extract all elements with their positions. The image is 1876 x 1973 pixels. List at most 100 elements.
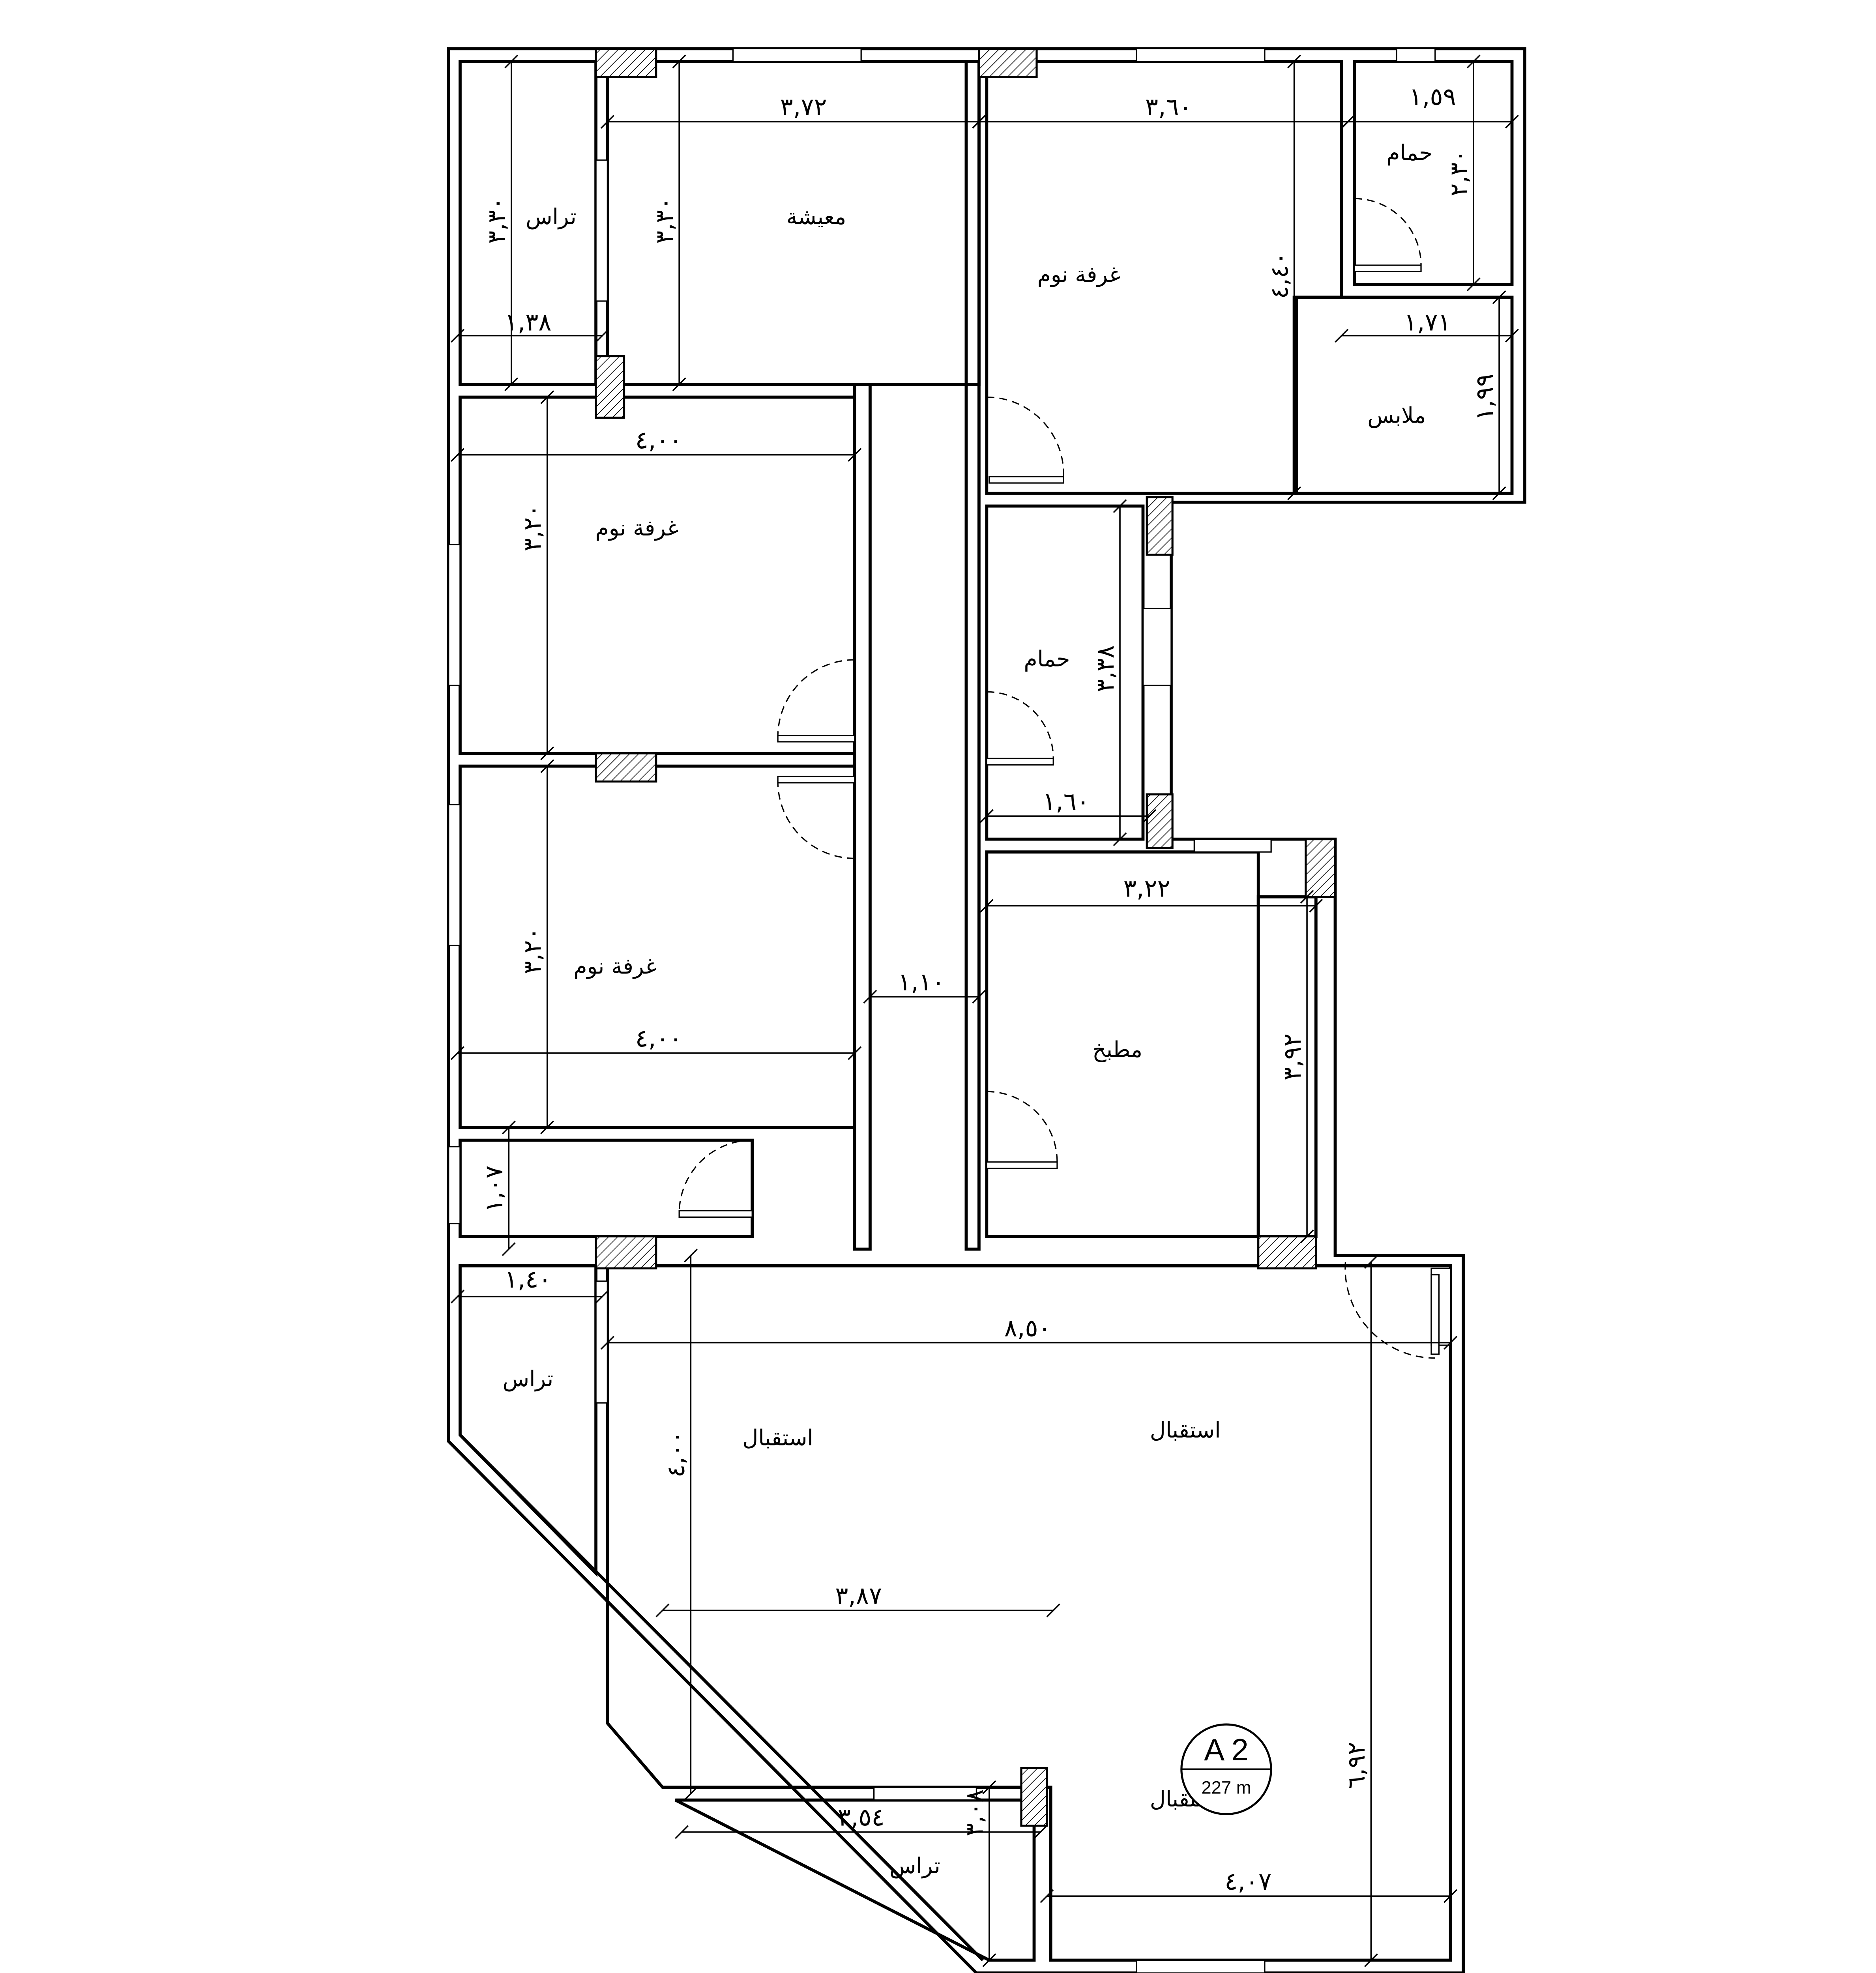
dimension-tick (672, 54, 686, 69)
dimension-tick (982, 1953, 996, 1967)
column (595, 752, 657, 783)
dimension-tick (863, 990, 877, 1004)
room-label-closet: ملابس (1367, 403, 1426, 428)
dim-bath2-w: ١,٦٠ (1043, 787, 1090, 816)
dimension-tick (502, 1120, 516, 1134)
door-leaf[interactable] (678, 1210, 753, 1218)
dimension-tick (504, 54, 519, 69)
dimension-tick (979, 899, 994, 913)
dimension-tick (450, 1046, 464, 1060)
dim-reception-bottom-w: ٤,٠٧ (1224, 1867, 1271, 1896)
dimension-tick (540, 1120, 554, 1134)
dimension-tick (683, 1786, 698, 1801)
door-leaf[interactable] (1354, 264, 1422, 272)
door-swing-arc (1354, 198, 1422, 266)
room-label-terrace-bottom: تراس (889, 1853, 940, 1879)
dimension-tick (1300, 1229, 1314, 1243)
door-leaf[interactable] (777, 735, 856, 743)
room-label-bath-top: حمام (1386, 140, 1432, 166)
room-label-reception-right: استقبال (1150, 1418, 1221, 1443)
dim-master-h: ٤,٤٠ (1265, 252, 1294, 299)
dim-bedroom2-w: ٤,٠٠ (635, 1024, 682, 1053)
dim-closet-h: ١,٩٩ (1470, 374, 1499, 421)
dimension-tick (450, 1290, 464, 1304)
dim-reception-w: ٨,٥٠ (1004, 1314, 1051, 1342)
door-leaf[interactable] (1430, 1274, 1440, 1355)
window (1136, 1959, 1266, 1973)
dimension-tick (1040, 1889, 1054, 1903)
window (873, 1786, 977, 1801)
window (595, 1280, 608, 1404)
dim-terrace-left-w: ١,٤٠ (505, 1265, 552, 1293)
column (595, 1235, 657, 1269)
dimension-tick (1033, 1825, 1048, 1839)
dim-corridor-w: ١,١٠ (898, 968, 945, 996)
window (448, 544, 461, 686)
unit-badge: A 2 227 m (1180, 1723, 1272, 1815)
column (1020, 1767, 1048, 1827)
dimension-tick (1492, 486, 1506, 500)
dimension-tick (1444, 1889, 1458, 1903)
dim-bath-top-w: ١,٥٩ (1409, 82, 1456, 111)
dimension-tick (540, 390, 554, 404)
dimension-tick (502, 1242, 516, 1256)
dimension-tick (1341, 114, 1355, 129)
dimension-lines (450, 54, 1519, 1967)
dimension-tick (1113, 499, 1127, 513)
room-label-master-bedroom: غرفة نوم (1037, 262, 1121, 287)
dimension-tick (1142, 809, 1157, 823)
dim-bedroom2-h: ٣,٢٠ (519, 927, 547, 974)
dimension-tick (982, 1780, 996, 1794)
window (1396, 48, 1436, 62)
dimension-tick (1505, 329, 1519, 343)
dimension-tick (672, 377, 686, 391)
dim-terrace-top-w: ١,٣٨ (505, 308, 552, 337)
room-terrace-left (459, 1264, 598, 1577)
dim-terrace-top-h: ٣,٣٠ (483, 197, 511, 244)
dimension-tick (540, 759, 554, 773)
room-closet (1295, 296, 1514, 495)
dimension-tick (540, 746, 554, 760)
dimension-tick (1492, 290, 1506, 304)
dimension-tick (1364, 1953, 1378, 1967)
dimension-tick (1309, 899, 1323, 913)
door-swing-arc (987, 1091, 1058, 1162)
dim-closet-w: ١,٧١ (1404, 308, 1451, 337)
room-label-kitchen: مطبخ (1092, 1037, 1142, 1063)
dimension-tick (450, 329, 464, 343)
column (595, 355, 625, 419)
dimension-tick (1046, 1603, 1060, 1617)
dim-terrace-bottom-w: ٣,٥٤ (838, 1803, 885, 1832)
room-label-bedroom2: غرفة نوم (573, 954, 657, 979)
dimension-tick (683, 1249, 698, 1263)
window (448, 804, 461, 946)
dimension-tick (655, 1603, 670, 1617)
dimension-tick (1287, 54, 1301, 69)
dim-bath2-h: ٣,٣٨ (1091, 645, 1120, 692)
dimension-tick (972, 114, 986, 129)
dim-reception-left-w: ٣,٨٧ (835, 1582, 882, 1610)
dimension-tick (848, 448, 862, 462)
door-swing-arc (777, 659, 855, 737)
door-leaf[interactable] (986, 1161, 1058, 1169)
column (1257, 1235, 1317, 1269)
dim-master-w: ٣,٦٠ (1145, 93, 1192, 121)
dimension-tick (1505, 114, 1519, 129)
door-leaf[interactable] (986, 758, 1054, 766)
door-leaf[interactable] (777, 775, 856, 784)
column (1305, 838, 1337, 898)
dimension-tick (972, 990, 986, 1004)
corridor-wall-right (964, 60, 981, 1251)
room-label-living: معيشة (786, 204, 846, 230)
door-swing-arc (678, 1139, 753, 1213)
dimension-tick (1300, 890, 1314, 904)
column (595, 47, 657, 78)
door-swing-arc (987, 396, 1064, 477)
dim-kitchen-w: ٣,٢٢ (1123, 874, 1170, 903)
dimension-tick (1287, 486, 1301, 500)
room-label-bath2: حمام (1024, 646, 1070, 672)
dimension-tick (1113, 832, 1127, 846)
door-leaf[interactable] (989, 476, 1064, 484)
window (1193, 839, 1272, 853)
